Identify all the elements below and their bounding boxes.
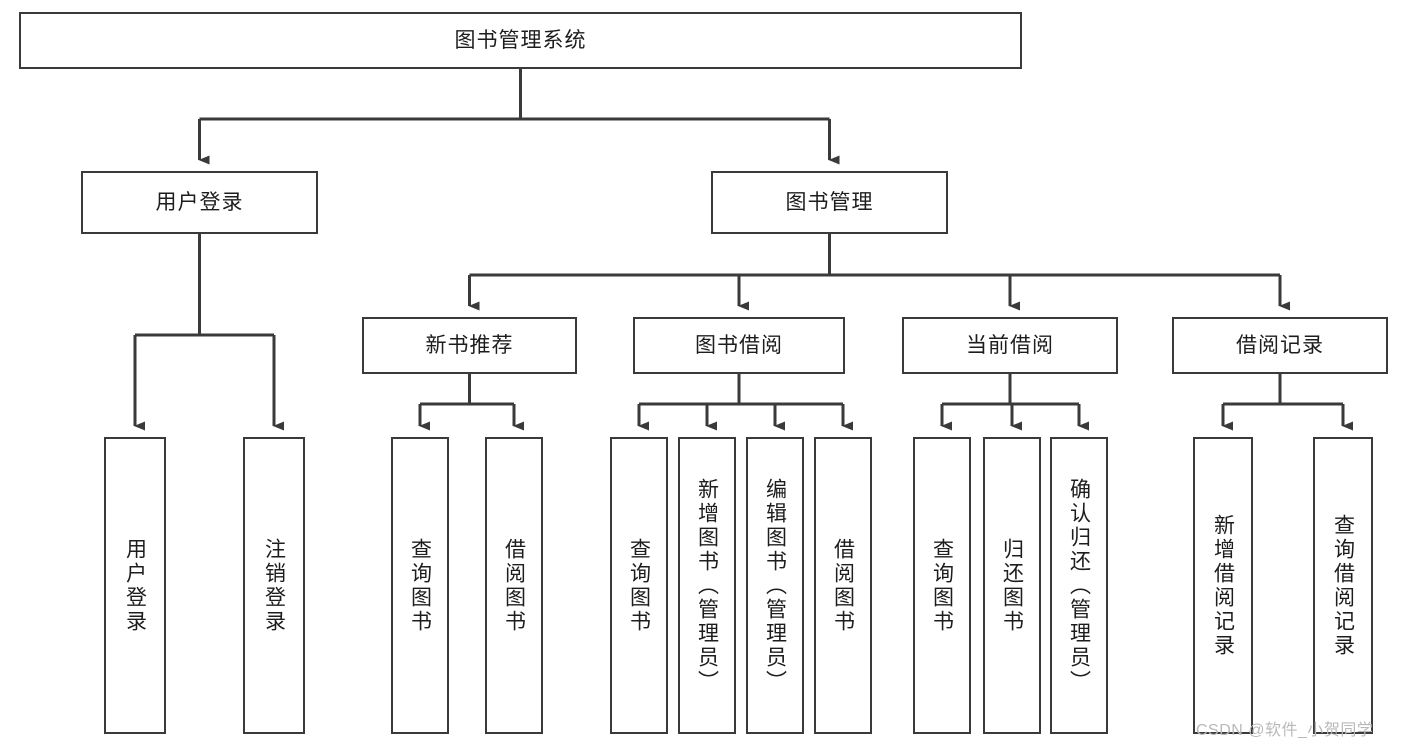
node-cb-confirm-return[interactable]: 确认归还（管理员） xyxy=(1050,437,1108,734)
node-label: 用户登录 xyxy=(155,190,244,214)
node-label: 查询图书 xyxy=(408,537,432,634)
node-label: 用户登录 xyxy=(123,537,147,634)
node-label: 编辑图书（管理员） xyxy=(763,477,787,694)
node-user-login[interactable]: 用户登录 xyxy=(81,171,318,234)
node-root[interactable]: 图书管理系统 xyxy=(19,12,1022,69)
node-label: 新书推荐 xyxy=(425,333,514,357)
node-label: 新增借阅记录 xyxy=(1211,513,1235,658)
node-label: 图书借阅 xyxy=(695,333,783,357)
node-br-query-record[interactable]: 查询借阅记录 xyxy=(1313,437,1373,734)
node-bb-borrow-book[interactable]: 借阅图书 xyxy=(814,437,872,734)
node-label: 图书管理 xyxy=(785,190,874,214)
node-user-logout[interactable]: 注销登录 xyxy=(243,437,305,734)
node-current-borrow[interactable]: 当前借阅 xyxy=(902,317,1118,374)
node-label: 图书管理系统 xyxy=(454,28,587,52)
node-nbr-borrow-book[interactable]: 借阅图书 xyxy=(485,437,543,734)
node-book-borrow[interactable]: 图书借阅 xyxy=(633,317,845,374)
node-cb-return-book[interactable]: 归还图书 xyxy=(983,437,1041,734)
node-label: 确认归还（管理员） xyxy=(1067,477,1091,694)
node-nbr-query-book[interactable]: 查询图书 xyxy=(391,437,449,734)
node-label: 借阅图书 xyxy=(831,537,855,634)
node-book-manage[interactable]: 图书管理 xyxy=(711,171,948,234)
node-label: 查询图书 xyxy=(627,537,651,634)
node-cb-query-book[interactable]: 查询图书 xyxy=(913,437,971,734)
node-label: 借阅记录 xyxy=(1236,333,1324,357)
node-borrow-record[interactable]: 借阅记录 xyxy=(1172,317,1388,374)
node-bb-query-book[interactable]: 查询图书 xyxy=(610,437,668,734)
node-label: 查询图书 xyxy=(930,537,954,634)
node-user-login-do[interactable]: 用户登录 xyxy=(104,437,166,734)
node-br-add-record[interactable]: 新增借阅记录 xyxy=(1193,437,1253,734)
node-label: 注销登录 xyxy=(262,537,286,634)
node-label: 当前借阅 xyxy=(966,333,1054,357)
node-new-book-recommend[interactable]: 新书推荐 xyxy=(362,317,577,374)
node-label: 查询借阅记录 xyxy=(1331,513,1355,658)
node-bb-add-book[interactable]: 新增图书（管理员） xyxy=(678,437,736,734)
node-bb-edit-book[interactable]: 编辑图书（管理员） xyxy=(746,437,804,734)
node-label: 借阅图书 xyxy=(502,537,526,634)
node-label: 新增图书（管理员） xyxy=(695,477,719,694)
node-label: 归还图书 xyxy=(1000,537,1024,634)
